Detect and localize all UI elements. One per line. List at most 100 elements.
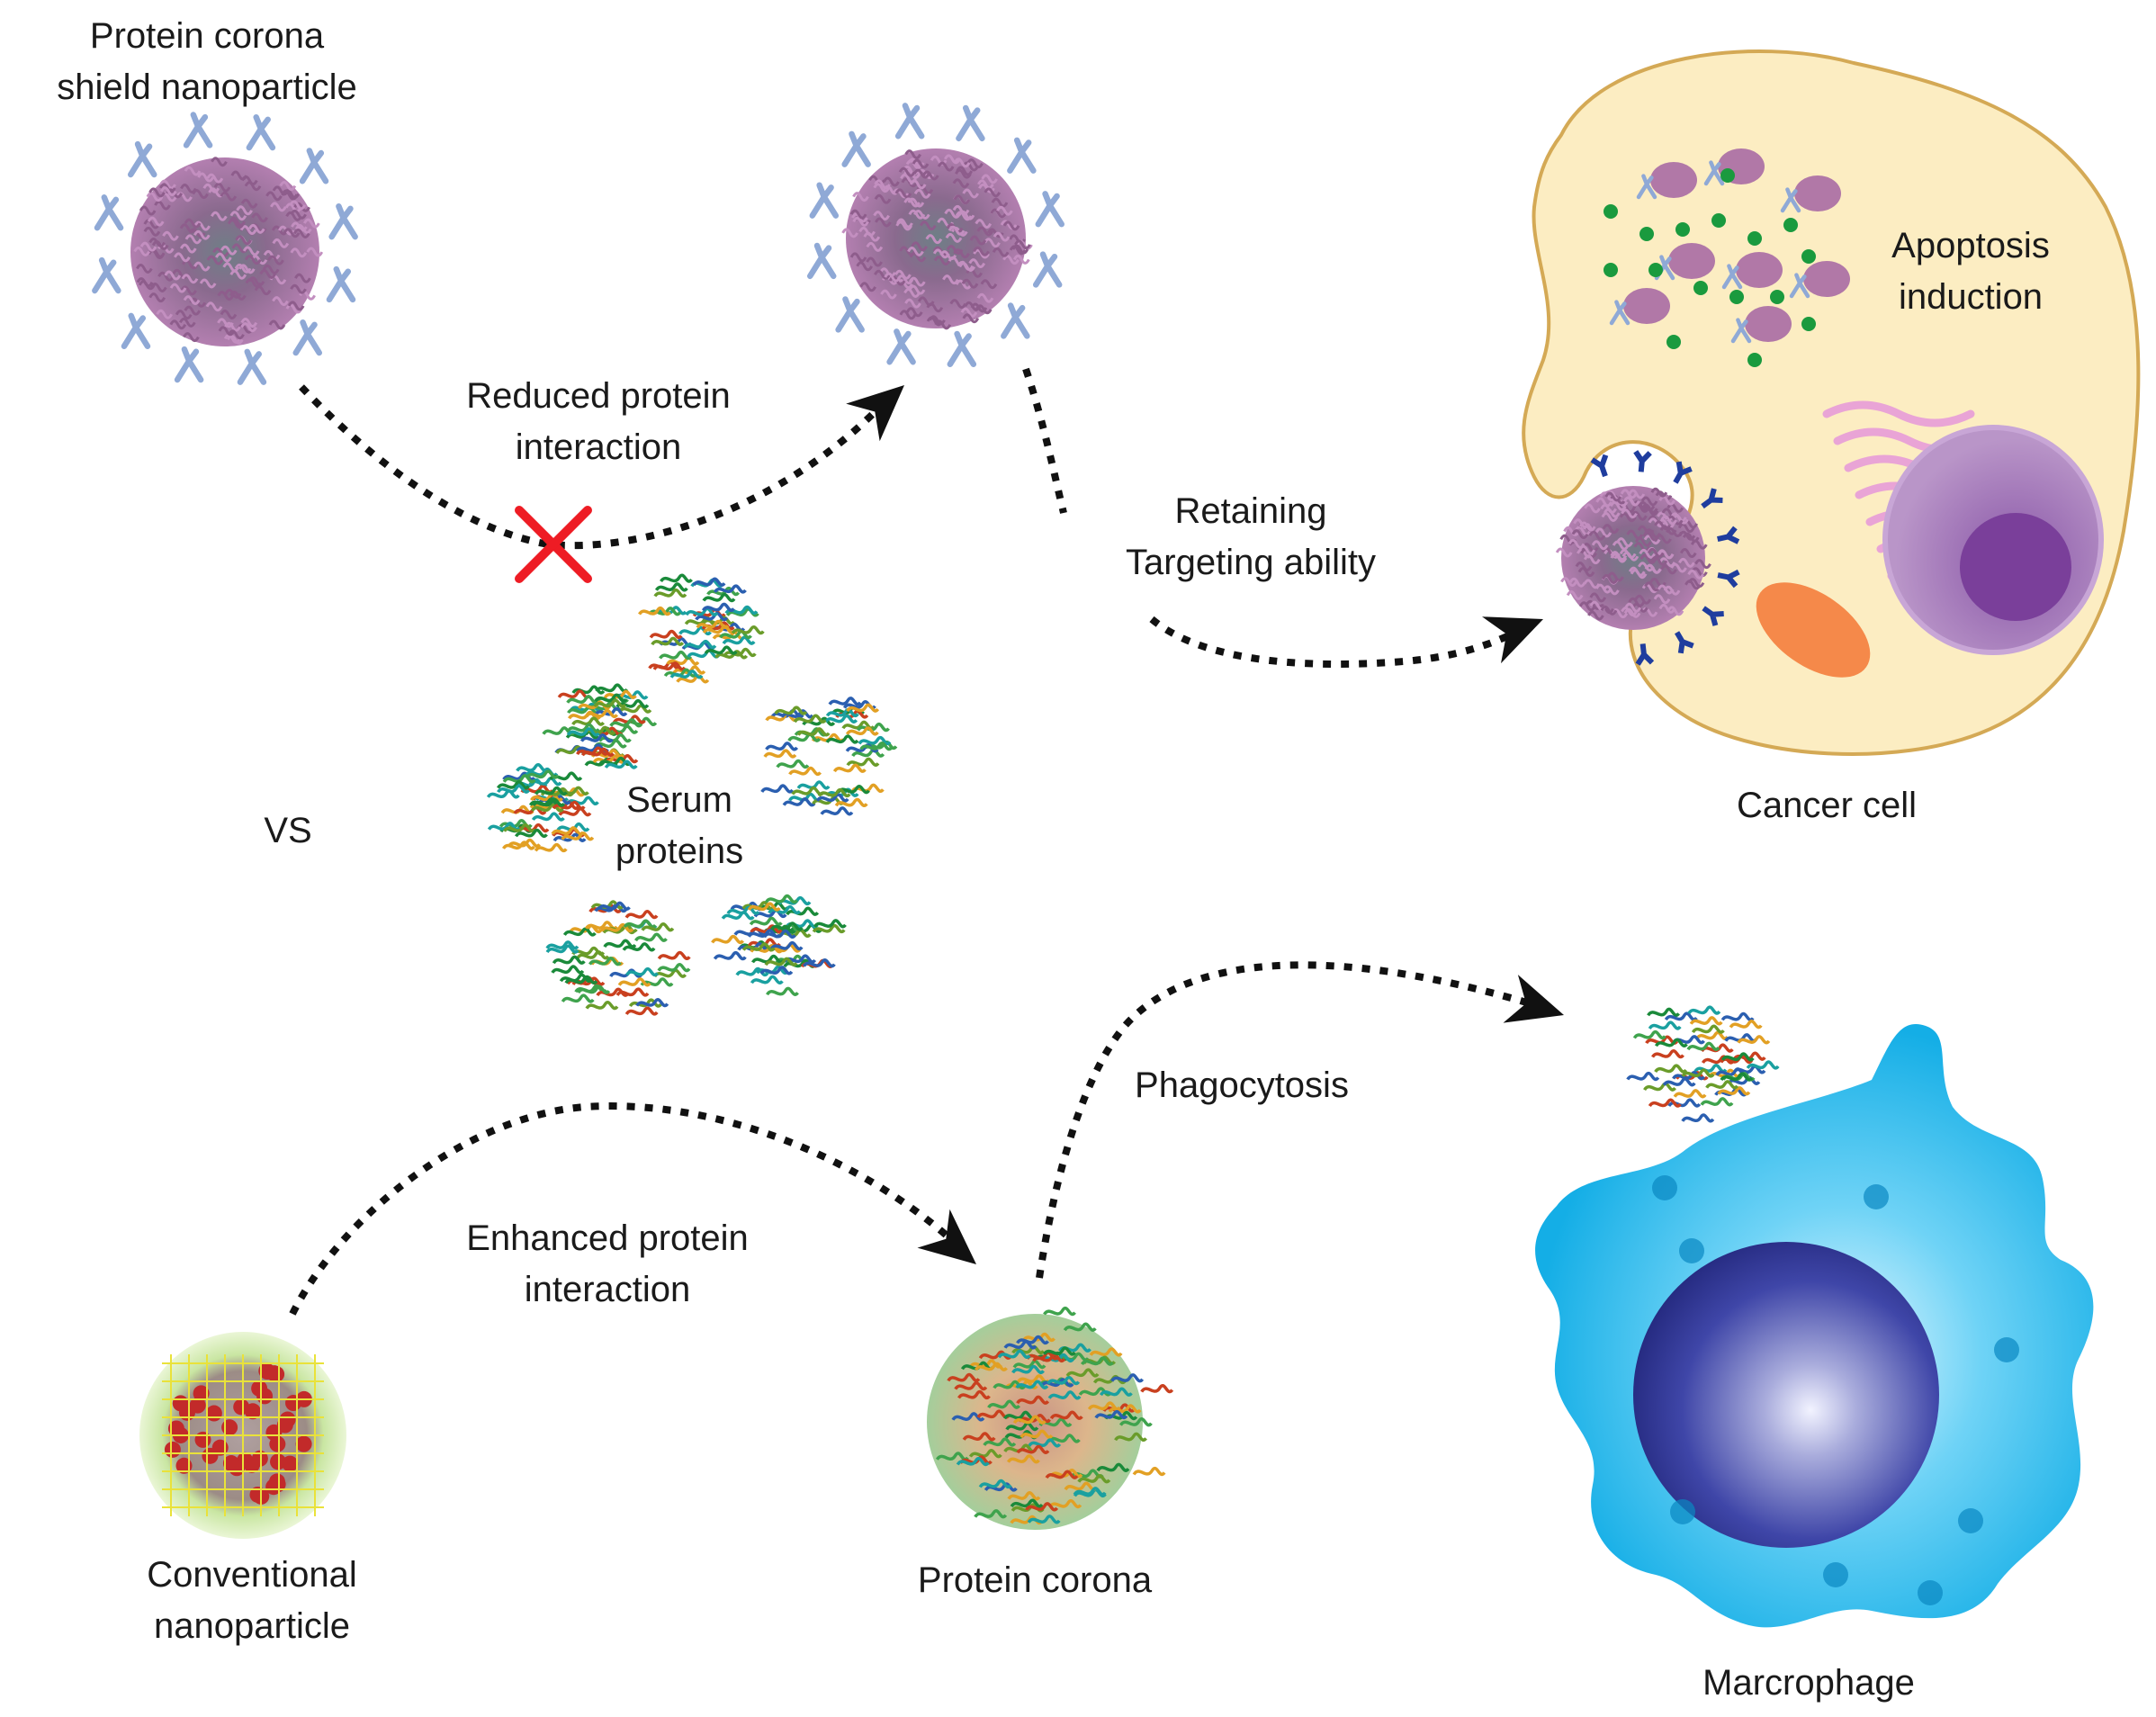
shield-nanoparticle-icon-strand [147, 216, 165, 227]
apoptosis-label-line1: Apoptosis [1891, 226, 2050, 265]
conventional-np-bead [178, 1404, 195, 1421]
shield-nanoparticle-icon-strand [206, 173, 224, 184]
shield-nanoparticle-icon-strand [228, 329, 245, 340]
shield-nanoparticle-retained-icon-strand [981, 174, 998, 184]
macrophage-vesicle [1652, 1175, 1677, 1200]
shield-nanoparticle-icon-strand [136, 277, 154, 288]
inhibition-cross-icon [515, 506, 592, 583]
shield-ligand-stroke [92, 256, 121, 294]
macrophage-engulfed-corona-helix [1720, 1052, 1755, 1062]
shield-nanoparticle-icon-strand [287, 301, 305, 311]
shield-nanoparticle-retained-icon-strand [919, 220, 937, 231]
protein-corona-helices-helix [1096, 1462, 1130, 1472]
shield-ligand [174, 346, 204, 383]
shield-nanoparticle-retained-icon-strand [909, 179, 927, 190]
shield-ligand [841, 130, 871, 167]
macrophage-vesicle [1823, 1562, 1848, 1587]
serum-protein-icon-6-helix [777, 928, 812, 938]
serum-protein-icon-6-helix [766, 986, 799, 996]
serum-protein-icon-4-helix [551, 826, 585, 836]
bound-nanoparticle-icon-strand [1620, 489, 1638, 499]
bound-nanoparticle-icon-strand [1577, 567, 1595, 578]
shield-nanoparticle-retained-icon-strand [962, 161, 979, 172]
serum-protein-icon-helix [660, 573, 693, 583]
serum-protein-icon-helix [702, 592, 736, 603]
bound-nanoparticle-icon-strand [1684, 580, 1702, 590]
shield-nanoparticle-icon-strand [133, 247, 150, 256]
shield-nanoparticle-retained-icon-strand [962, 313, 980, 324]
cancer-nucleolus [1960, 513, 2071, 621]
shield-nanoparticle-retained-icon-strand [957, 210, 975, 220]
arrow-enhanced-interaction-head [917, 1209, 976, 1264]
serum-protein-icon-5-helix [628, 998, 662, 1008]
bound-nanoparticle-icon-strand [1599, 491, 1617, 502]
protein-corona-helices-inner-helix [1049, 1410, 1083, 1420]
serum-protein-icon-helix [654, 582, 688, 592]
bound-nanoparticle-icon-strand [1638, 501, 1656, 511]
bound-nanoparticle-icon-strand [1639, 553, 1657, 564]
apoptosis-drug-dot [1801, 317, 1816, 331]
apoptosis-drug-dot [1747, 353, 1762, 367]
shield-ligand-stroke [128, 140, 157, 178]
conventional-np-bead [205, 1405, 222, 1422]
shield-nanoparticle-icon-strand [237, 323, 254, 334]
serum-protein-icon-6-helix [812, 923, 846, 933]
serum-protein-icon-5-helix [559, 973, 593, 983]
serum-protein-icon-3-helix [845, 726, 879, 736]
bound-nanoparticle-icon-strand [1603, 508, 1621, 518]
serum-protein-icon-helix [652, 661, 687, 671]
cell-receptor [1633, 450, 1652, 472]
serum-protein-icon-4-helix [516, 763, 550, 773]
bound-nanoparticle-icon-strand [1687, 578, 1705, 589]
reduced-interaction-label-line1: Reduced protein [466, 376, 731, 416]
shield-nanoparticle-retained-icon-strand [952, 178, 970, 189]
shield-nanoparticle-icon-strand [218, 326, 236, 337]
bound-nanoparticle-icon-strand [1630, 569, 1648, 580]
protein-corona-helices-helix [1140, 1384, 1174, 1394]
cell-receptor [1675, 631, 1694, 654]
shield-nanoparticle-icon-strand [230, 170, 248, 181]
macrophage-engulfed-corona-helix [1701, 1055, 1735, 1065]
shield-nanoparticle-icon-strand [213, 182, 231, 193]
shield-nanoparticle-icon-strand [240, 198, 258, 209]
shield-ligand [806, 242, 837, 280]
shield-nanoparticle-retained-icon-strand [858, 226, 876, 237]
protein-corona-helices-inner-helix [975, 1362, 1008, 1371]
shield-nanoparticle-icon-strand [272, 296, 289, 307]
bound-nanoparticle-icon-strand [1624, 602, 1642, 613]
serum-protein-icon-6-helix [711, 934, 744, 944]
shield-nanoparticle-icon-strand [303, 218, 320, 229]
serum-protein-icon-3-helix [796, 727, 831, 737]
conventional-np-bead [233, 1398, 250, 1416]
serum-protein-icon-2-helix [567, 705, 600, 715]
protein-corona-helices-inner-helix [1094, 1409, 1128, 1420]
apoptosis-drug-dot [1604, 204, 1618, 219]
conventional-np-bead [194, 1431, 211, 1448]
serum-protein-icon-3-helix [858, 735, 892, 746]
serum-protein-icon-5-helix [585, 1001, 619, 1011]
serum-protein-icon-6-helix [713, 951, 747, 961]
internalised-nanoparticle [1650, 162, 1697, 198]
apoptosis-drug-dot [1604, 263, 1618, 277]
serum-protein-icon-2-helix [592, 754, 626, 764]
serum-protein-icon-5-helix [577, 984, 611, 994]
protein-corona-helices-helix [1063, 1322, 1097, 1332]
macrophage-engulfed-corona [1626, 1005, 1780, 1123]
bound-nanoparticle-icon-strand [1650, 487, 1668, 498]
serum-protein-icon-2 [542, 683, 658, 769]
bound-nanoparticle-icon-strand [1595, 527, 1613, 538]
bound-nanoparticle-icon-strand [1628, 597, 1646, 607]
serum-protein-icon-3-helix [846, 757, 880, 767]
bound-nanoparticle-icon-strand [1568, 538, 1586, 549]
serum-protein-icon-6-helix [750, 924, 784, 934]
serum-protein-icon-5-helix [588, 957, 622, 966]
macrophage-engulfed-corona-helix [1746, 1060, 1780, 1070]
cancer-cell-icon [1522, 49, 2141, 756]
shield-ligand-stroke [1730, 318, 1752, 344]
serum-protein-icon-helix [722, 635, 756, 645]
shield-nanoparticle-icon-strand [183, 332, 200, 343]
protein-corona-helices-inner-helix [1087, 1401, 1121, 1411]
shield-nanoparticle-icon-strand [229, 269, 247, 280]
serum-protein-icon-4-helix [503, 823, 536, 833]
serum-protein-icon-5-helix [624, 1006, 659, 1016]
